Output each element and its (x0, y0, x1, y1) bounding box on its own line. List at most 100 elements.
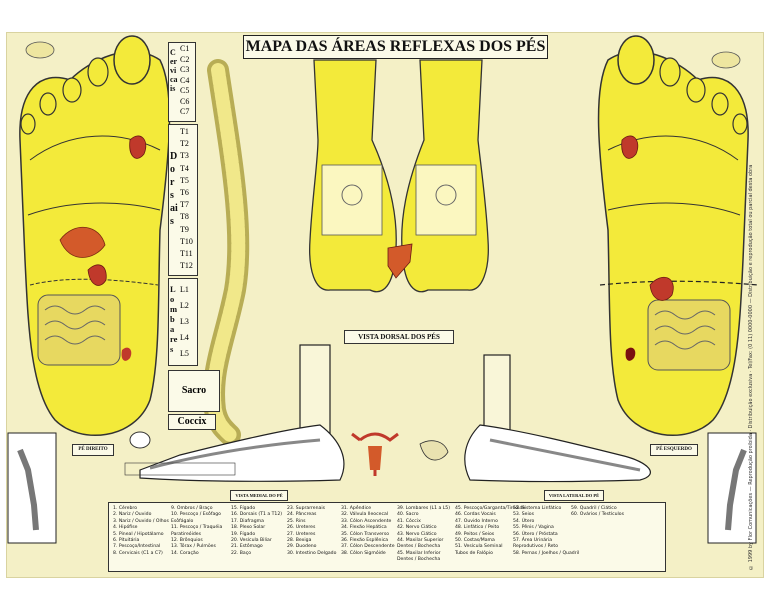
legend-item: 45. Maxilar Inferior (397, 550, 441, 556)
legend-item: 38. Cólon Sigmóide (341, 550, 386, 556)
legend-item: 23. Suprarrenais (287, 506, 326, 511)
legend-item: 36. Flexão Esplênica (341, 538, 389, 544)
legend-item: 56. Útero / Próstata (513, 531, 558, 537)
legend-item: Paratireóides (171, 531, 201, 537)
uterus-icon (351, 432, 399, 476)
vertebra-label: T5 (180, 175, 189, 185)
vista-lateral-label: VISTA LATERAL DO PÉ (544, 490, 604, 501)
legend-item: Esôfágalo (171, 518, 194, 524)
legend-item: 15. Fígado (231, 506, 256, 511)
left-foot-sole (597, 35, 759, 437)
legend-item: 59. Quadril / Ciático (571, 506, 617, 511)
vertebra-label: T12 (180, 261, 193, 271)
vertebra-label: T8 (180, 212, 189, 222)
legend-item: 32. Válvula Ileocecal (341, 512, 389, 518)
legend-item: 48. Linfático / Peito (455, 525, 500, 531)
poster-title: MAPA DAS ÁREAS REFLEXAS DOS PÉS (243, 35, 548, 59)
legend-item: 53. Seios (513, 512, 534, 518)
vista-dorsal-label: VISTA DORSAL DOS PÉS (344, 330, 454, 344)
vertebra-label: L2 (180, 301, 189, 310)
legend-item: 27. Ureteres (287, 531, 316, 537)
lombares-label: Lombares (170, 284, 178, 354)
legend-item: 9. Ombros / Braço (171, 506, 213, 511)
dorsais-label: Dorsais (170, 151, 178, 227)
vertebra-label: C1 (180, 44, 190, 53)
legend-item: 34. Flexão Hepática (341, 525, 387, 531)
legend-item: 57. Área Urinária (513, 538, 553, 544)
lumbar-box (168, 278, 198, 366)
cervicais-label: Cervicais (170, 48, 178, 93)
legend-item: 4. Hipófise (113, 525, 138, 531)
legend-item: 10. Pescoço / Esôfago (171, 512, 221, 518)
legend-item: 37. Cólon Descendente (341, 544, 395, 550)
cervical-box (168, 42, 196, 122)
legend-item: 35. Cólon Transverso (341, 531, 390, 537)
legend-item: 60. Ovários / Testículos (571, 512, 624, 518)
right-foot-sole (19, 35, 171, 437)
legend-item: 55. Pênis / Vagina (513, 525, 554, 531)
legend-item: 7. Pescoço/Intestinal (113, 544, 161, 550)
pe-direito-label: PÉ DIREITO (72, 444, 114, 456)
ear-icon (129, 431, 151, 449)
legend-item: 42. Nervo Ciático (397, 525, 437, 531)
legend-item: Dentes / Bochecha (397, 544, 441, 550)
legend-item: 8. Cervicais (C1 a C7) (113, 550, 163, 556)
legend-item: 43. Nervo Ciático (397, 531, 437, 537)
vertebra-label: C6 (180, 96, 190, 106)
vertebra-label: T4 (180, 163, 189, 173)
legend-item: 39. Lombares (L1 a L5) (397, 506, 451, 511)
legend-item: 6. Pituitária (113, 538, 140, 544)
dorsal-feet (309, 59, 489, 293)
legend-item: 1. Cérebro (113, 506, 138, 511)
legend-item: 54. Útero (513, 518, 535, 524)
legend-item: Dentes / Bochecha (397, 557, 441, 563)
legend-item: 24. Pâncreas (287, 512, 317, 518)
legend-item: 2. Nariz / Ouvido (113, 512, 152, 518)
vertebra-label: T11 (180, 249, 193, 259)
legend-item: 30. Intestino Delgado (287, 550, 337, 556)
vertebra-label: L5 (180, 349, 189, 358)
legend-item: 28. Bexiga (287, 538, 312, 544)
legend-item: 12. Brônquios (171, 538, 203, 544)
legend-item: 52. Sistema Linfático (513, 506, 562, 511)
legend-item: 29. Duodeno (287, 544, 317, 550)
vertebra-label: T2 (180, 139, 189, 149)
legend-item: 50. Costas/Mama (455, 538, 495, 544)
vertebra-label: C7 (180, 107, 190, 116)
male-organ-icon (419, 440, 449, 461)
brain-icon (25, 41, 741, 69)
vertebra-label: L3 (180, 317, 189, 326)
legend-item: 47. Ouvido Interno (455, 518, 498, 524)
vertebra-label: T3 (180, 151, 189, 161)
legend-item: 58. Pernas / Joelhos / Quadril (513, 550, 580, 556)
legend-item: 33. Cólon Ascendente (341, 518, 392, 524)
vertebra-label: C4 (180, 75, 190, 85)
vertebra-label: L4 (180, 333, 189, 342)
legend-item: Reprodutivos / Reto (513, 544, 559, 550)
medial-foot-view (124, 344, 345, 482)
vertebra-label: T7 (180, 200, 189, 210)
legend-item: 46. Cordas Vocais (455, 512, 496, 518)
spine-illustration (203, 59, 250, 446)
foot-skeleton-thumbnail-left (7, 432, 57, 544)
copyright-text: © 1999 by Flor Comunicações — Reprodução… (748, 164, 754, 570)
vertebra-label: T1 (180, 127, 189, 136)
legend-item: 22. Baço (231, 550, 252, 556)
legend-item: 5. Pineal / Hipotálamo (113, 531, 164, 537)
legend-item: 18. Plexo Solar (231, 525, 266, 531)
pe-esquerdo-label: PÉ ESQUERDO (650, 444, 698, 456)
foot-skeleton-thumbnail-right (707, 432, 757, 544)
vista-medial-label: VISTA MEDIAL DO PÉ (230, 490, 288, 501)
legend-item: 17. Diafragma (231, 518, 264, 524)
